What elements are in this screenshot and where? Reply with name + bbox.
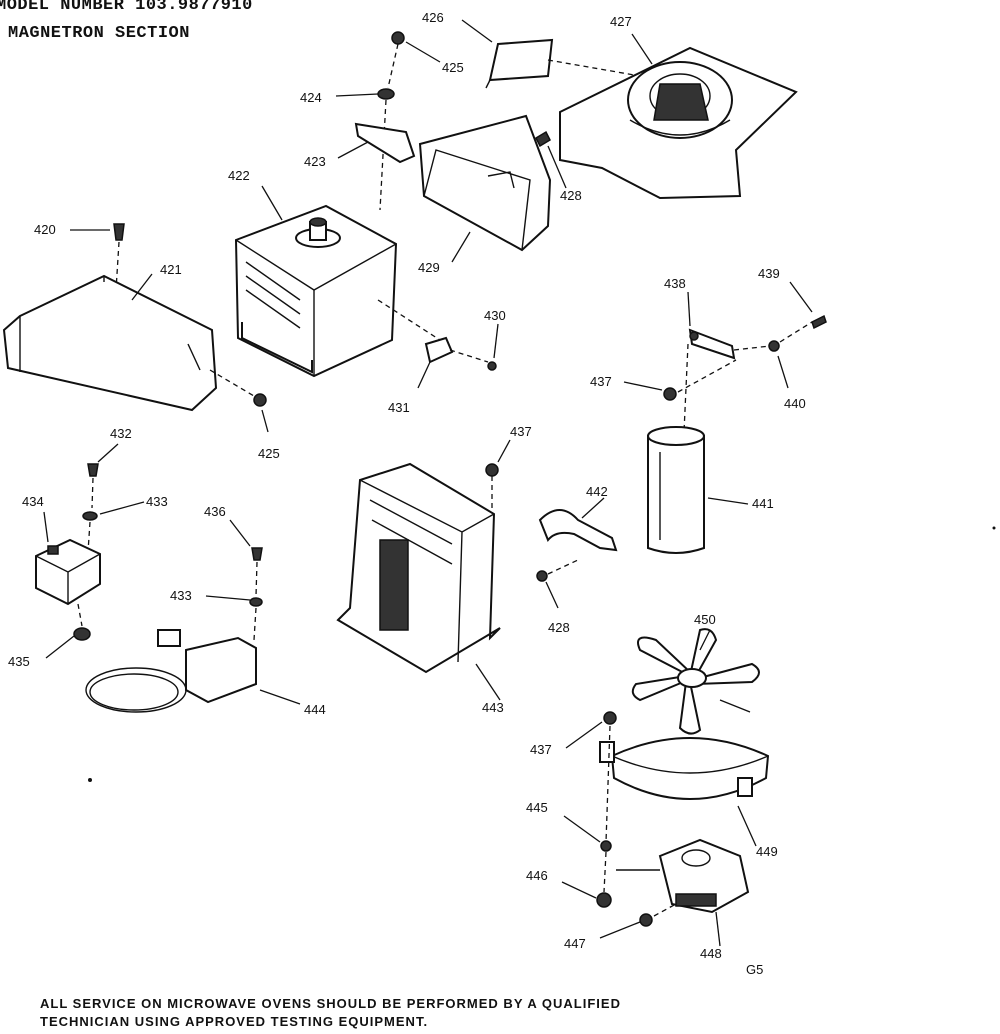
- part-431-clip: [424, 336, 454, 364]
- label-430: 430: [484, 308, 506, 323]
- label-440: 440: [784, 396, 806, 411]
- footer-line-1: ALL SERVICE ON MICROWAVE OVENS SHOULD BE…: [40, 996, 621, 1011]
- speck: [88, 778, 92, 782]
- page-code: G5: [746, 962, 763, 977]
- part-437-nut-b: [663, 387, 677, 401]
- label-442: 442: [586, 484, 608, 499]
- part-437-nut-c: [603, 711, 617, 725]
- label-428-lower: 428: [548, 620, 570, 635]
- label-421: 421: [160, 262, 182, 277]
- part-444-sensor: [85, 629, 257, 713]
- part-425-screw-top: [391, 31, 405, 45]
- label-433-b: 433: [170, 588, 192, 603]
- part-432-screw: [87, 463, 99, 477]
- label-434: 434: [22, 494, 44, 509]
- label-426: 426: [422, 10, 444, 25]
- label-427: 427: [610, 14, 632, 29]
- part-436-screw: [251, 547, 263, 561]
- label-448: 448: [700, 946, 722, 961]
- part-449-fan-shroud: [599, 737, 770, 800]
- label-447: 447: [564, 936, 586, 951]
- part-428-screw-lower: [536, 570, 548, 582]
- part-440-washer: [768, 340, 780, 352]
- part-450-fan-blade: [631, 628, 760, 735]
- label-435: 435: [8, 654, 30, 669]
- part-433-washer-b: [249, 597, 263, 607]
- part-442-bracket: [538, 509, 618, 552]
- part-421-shield: [2, 274, 218, 412]
- label-432: 432: [110, 426, 132, 441]
- part-429-duct: [418, 114, 552, 252]
- label-422: 422: [228, 168, 250, 183]
- part-438-diode: [688, 328, 736, 360]
- label-428-top: 428: [560, 188, 582, 203]
- label-431: 431: [388, 400, 410, 415]
- part-437-nut-a: [485, 463, 499, 477]
- part-427-blower: [559, 46, 798, 200]
- label-420: 420: [34, 222, 56, 237]
- section-title: MAGNETRON SECTION: [8, 24, 190, 43]
- part-422-magnetron: [234, 204, 398, 378]
- leader-lines: [43, 19, 813, 947]
- part-423-bracket: [354, 122, 416, 164]
- part-424-washer: [377, 88, 395, 100]
- label-425-top: 425: [442, 60, 464, 75]
- part-420-screw: [113, 223, 125, 241]
- label-436: 436: [204, 504, 226, 519]
- part-426-plate: [485, 38, 554, 89]
- label-449: 449: [756, 844, 778, 859]
- part-435-nut: [73, 627, 91, 641]
- part-445-washer: [600, 840, 612, 852]
- part-441-capacitor: [647, 426, 705, 554]
- part-labels: 426 425 427 424 423 428 422 420 421 429 …: [8, 10, 806, 977]
- label-446: 446: [526, 868, 548, 883]
- label-424: 424: [300, 90, 322, 105]
- part-433-washer-a: [82, 511, 98, 521]
- label-443: 443: [482, 700, 504, 715]
- label-429: 429: [418, 260, 440, 275]
- label-444: 444: [304, 702, 326, 717]
- part-446-screw: [596, 892, 612, 908]
- speck: [992, 526, 996, 530]
- part-443-transformer: [336, 462, 501, 674]
- label-450: 450: [694, 612, 716, 627]
- label-425-lower: 425: [258, 446, 280, 461]
- part-425-screw-lower: [253, 393, 267, 407]
- label-437-b: 437: [590, 374, 612, 389]
- part-428-screw-top: [535, 130, 551, 148]
- part-430-screw: [487, 361, 497, 371]
- part-448-fan-motor: [616, 838, 750, 914]
- model-number: MODEL NUMBER 103.9877910: [0, 0, 253, 15]
- label-433-a: 433: [146, 494, 168, 509]
- label-423: 423: [304, 154, 326, 169]
- label-441: 441: [752, 496, 774, 511]
- part-434-switch: [35, 538, 101, 606]
- footer-line-2: TECHNICIAN USING APPROVED TESTING EQUIPM…: [40, 1014, 429, 1029]
- part-447-screw: [639, 913, 653, 927]
- label-445: 445: [526, 800, 548, 815]
- label-437-a: 437: [510, 424, 532, 439]
- label-437-c: 437: [530, 742, 552, 757]
- label-438: 438: [664, 276, 686, 291]
- label-439: 439: [758, 266, 780, 281]
- part-439-screw: [811, 314, 827, 330]
